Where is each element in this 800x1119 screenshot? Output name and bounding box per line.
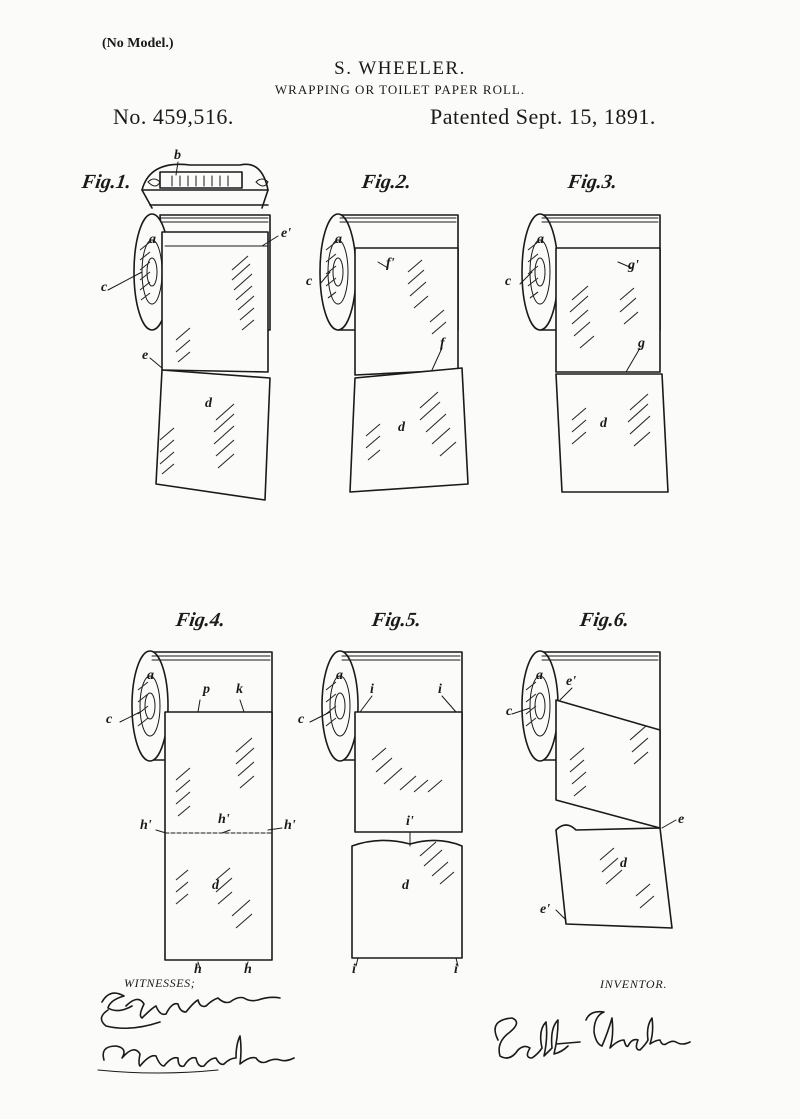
fig-1-holder-fixture — [141, 163, 269, 209]
fig-3-letter-a: a — [537, 232, 544, 247]
fig-4-letter-d: d — [212, 878, 219, 893]
fig-2-letter-a: a — [335, 232, 342, 247]
witnesses-label: WITNESSES; — [124, 976, 196, 990]
figure-3-drawing — [519, 213, 669, 493]
figure-5-drawing — [309, 650, 463, 967]
patent-date: Patented Sept. 15, 1891. — [430, 104, 656, 129]
fig-1-letter-c: c — [101, 280, 108, 295]
no-model-note: (No Model.) — [102, 36, 174, 51]
fig-3-letter-c: c — [505, 274, 512, 289]
fig-1-letter-d: d — [205, 396, 212, 411]
fig-6-letter-a: a — [536, 668, 543, 683]
fig-2-letter-f: f — [440, 336, 445, 351]
fig-3-letter-d: d — [600, 416, 607, 431]
fig-1-letter-e: e — [142, 348, 149, 363]
fig-6-letter-c: c — [506, 704, 513, 719]
fig-5-lower-sheet — [351, 839, 463, 959]
fig-4-letter-c: c — [106, 712, 113, 727]
fig-5-upper-sheet — [354, 711, 463, 833]
fig-1-shading — [139, 241, 255, 475]
fig-4-letter-h-right: h — [244, 962, 252, 977]
fig-3-upper-sheet — [555, 247, 661, 373]
fig-3-lower-sheet — [555, 373, 669, 493]
patent-title: WRAPPING OR TOILET PAPER ROLL. — [274, 82, 526, 97]
inventor-signature — [494, 1010, 691, 1059]
fig-5-letter-i-bottom-left: i — [352, 962, 356, 977]
fig-4-shading — [137, 681, 255, 929]
fig-2-lower-sheet — [349, 367, 469, 493]
fig-2-letter-c: c — [306, 274, 313, 289]
fig-2-letter-d: d — [398, 420, 405, 435]
fig-4-letter-h-prime-mid: h' — [218, 812, 230, 827]
fig-5-roll-end — [321, 650, 359, 762]
fig-1-letter-a: a — [149, 232, 156, 247]
fig-1-upper-sheet — [161, 231, 269, 373]
patent-number: No. 459,516. — [113, 104, 234, 129]
fig-1-letter-e-prime: e' — [281, 226, 292, 241]
witness-signature-1 — [100, 992, 281, 1030]
fig-1-lower-sheet — [155, 369, 271, 501]
inventor-name-heading: S. WHEELER. — [334, 58, 466, 79]
inventor-label: INVENTOR. — [600, 977, 668, 991]
fig-5-letter-i-left: i — [370, 682, 374, 697]
fig-6-letter-e-prime-top: e' — [566, 674, 577, 689]
fig-5-letter-i-prime: i' — [406, 814, 414, 829]
fig-4-letter-h-left: h — [194, 962, 202, 977]
fig-3-shading — [527, 241, 651, 447]
figure-4-drawing — [119, 650, 283, 969]
fig-2-letter-f-prime: f' — [386, 256, 395, 271]
fig-4-roll-end — [131, 650, 169, 762]
figure-6-drawing — [511, 650, 677, 929]
fig-3-letter-g: g — [638, 336, 645, 351]
fig-6-letter-e-prime-bottom: e' — [540, 902, 551, 917]
fig-5-letter-i-bottom-right: i — [454, 962, 458, 977]
fig-5-letter-i-right: i — [438, 682, 442, 697]
fig-5-shading — [325, 681, 455, 885]
figure-1-drawing — [107, 161, 279, 501]
fig-4-sheet — [164, 711, 273, 961]
fig-4-letter-a: a — [147, 668, 154, 683]
fig-2-shading — [325, 241, 457, 461]
fig-3-letter-g-prime: g' — [628, 258, 639, 273]
figure-2-drawing — [319, 213, 469, 493]
fig-6-shading — [525, 681, 655, 909]
fig-6-letter-e: e — [678, 812, 685, 827]
fig-6-letter-d: d — [620, 856, 627, 871]
fig-5-letter-a: a — [336, 668, 343, 683]
fig-5-letter-d: d — [402, 878, 409, 893]
fig-5-letter-c: c — [298, 712, 305, 727]
fig-4-letter-h-prime-right: h' — [284, 818, 296, 833]
fig-4-letter-h-prime-left: h' — [140, 818, 152, 833]
fig-1-letter-b: b — [174, 148, 181, 163]
witness-signature-2 — [97, 1035, 295, 1074]
fig-4-letter-p: p — [203, 682, 210, 697]
fig-4-letter-k: k — [236, 682, 243, 697]
